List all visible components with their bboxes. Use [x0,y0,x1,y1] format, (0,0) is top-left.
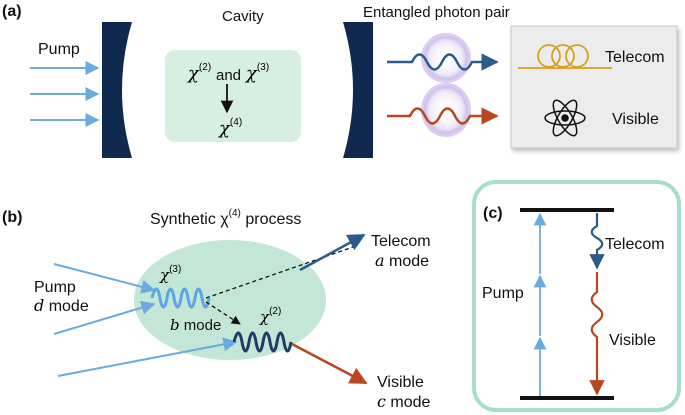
nonlinear-medium-box [165,50,301,142]
telecom-emission [589,213,605,270]
pump-label-b: Pump [34,279,76,296]
visible-output-arrow [291,342,368,385]
application-box [510,25,678,149]
fiber-coil-icon [518,44,612,69]
b-mode-label: b mode [170,316,221,334]
pump-label-c: Pump [482,285,524,302]
dashed-to-telecom [205,245,357,299]
entanglement-glow [421,33,471,137]
telecom-label-a: Telecom [605,49,665,66]
pump-arrow-b [53,300,156,335]
pump-label-a: Pump [38,41,80,58]
visible-label-c: Visible [609,332,656,349]
telecom-label-c: Telecom [605,236,665,253]
cavity-label: Cavity [222,8,264,25]
telecom-photon-a [387,53,499,71]
a-mode-label: a mode [375,251,429,270]
pump-arrow-b [53,263,156,294]
c-mode-label: c mode [377,392,431,411]
energy-diagram-frame [472,180,681,412]
d-mode-wavepacket [150,287,211,309]
chi3-b: χ(3) [159,264,181,284]
panel-c-label: (c) [483,205,503,222]
chi2-b: χ(2) [259,306,281,326]
nonlinear-medium-ellipse [134,240,326,360]
right-mirror [343,22,373,158]
pump-arrows-a [30,61,100,127]
entangled-pair-title: Entangled photon pair [363,4,510,21]
d-mode-label: d mode [34,296,89,315]
chi4-a: χ(4) [217,117,242,139]
panel-a-label: (a) [2,3,22,20]
visible-emission [589,272,605,396]
synthetic-process-title: Synthetic χ(4) process [150,208,301,228]
chi2-a: χ(2) [186,62,211,84]
atom-icon [544,99,586,137]
visible-photon-a [387,107,499,125]
left-mirror [102,22,132,158]
panel-b-label: (b) [2,209,22,226]
visible-label-a: Visible [612,111,659,128]
telecom-output-arrow [299,233,366,272]
and-label: and [216,67,241,84]
b-mode-wavepacket [232,331,293,353]
chi3-a: χ(3) [244,62,269,84]
pump-arrow-b [57,337,238,377]
telecom-label-b: Telecom [371,233,431,250]
visible-label-b: Visible [377,374,424,391]
